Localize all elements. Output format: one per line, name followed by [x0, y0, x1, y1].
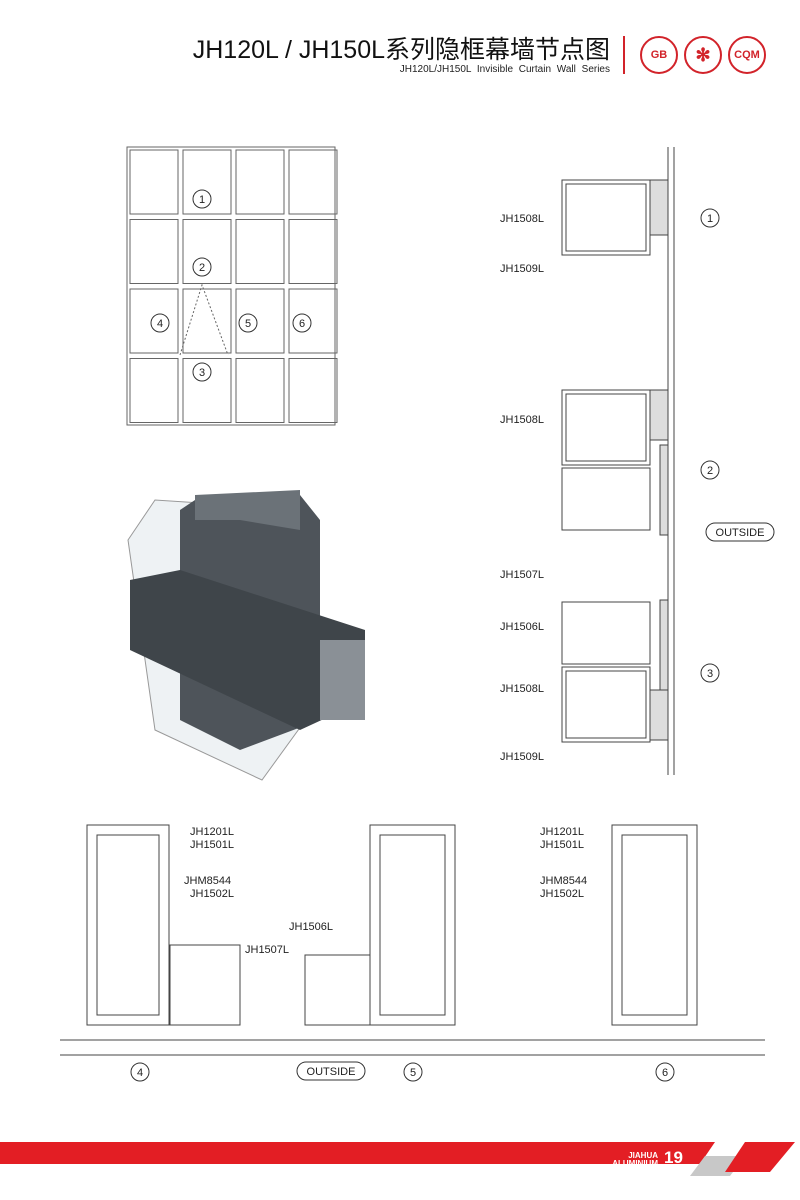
svg-text:JH1506L: JH1506L: [500, 621, 544, 633]
svg-text:JH1501L: JH1501L: [190, 839, 234, 851]
svg-text:JHM8544: JHM8544: [184, 875, 231, 887]
svg-text:5: 5: [410, 1067, 416, 1079]
marker-2: 2: [192, 257, 212, 277]
glass-panel: [129, 358, 179, 423]
svg-text:6: 6: [662, 1067, 668, 1079]
glass-panel: [235, 219, 285, 284]
glass-panel: [182, 219, 232, 284]
svg-text:1: 1: [707, 213, 713, 225]
glass-panel: [129, 219, 179, 284]
drawings: 1 2 3 4 5 6 JH1508L JH1509L JH1508L JH15…: [60, 146, 775, 1082]
header-divider: [623, 36, 625, 74]
elevation-grid: [126, 146, 338, 426]
page-subtitle: JH120L/JH150L Invisible Curtain Wall Ser…: [399, 64, 610, 75]
glass-panel: [235, 149, 285, 215]
vertical-section: [561, 147, 675, 775]
marker-6: 6: [292, 313, 312, 333]
svg-text:JH1507L: JH1507L: [500, 569, 544, 581]
svg-text:JH1506L: JH1506L: [289, 921, 333, 933]
glass-panel: [129, 149, 179, 215]
svg-text:4: 4: [137, 1067, 143, 1079]
marker-3: 3: [192, 362, 212, 382]
glass-panel: [182, 358, 232, 423]
svg-text:JH1502L: JH1502L: [540, 888, 584, 900]
svg-text:JHM8544: JHM8544: [540, 875, 587, 887]
glass-panel: [288, 149, 338, 215]
marker-1: 1: [192, 189, 212, 209]
marker-4: 4: [150, 313, 170, 333]
seal-logo: ✻: [684, 36, 722, 74]
svg-text:JH1201L: JH1201L: [190, 826, 234, 838]
svg-text:JH1507L: JH1507L: [245, 944, 289, 956]
svg-text:JH1509L: JH1509L: [500, 263, 544, 275]
svg-text:OUTSIDE: OUTSIDE: [716, 527, 765, 539]
svg-text:6: 6: [299, 318, 305, 330]
svg-text:2: 2: [199, 262, 205, 274]
svg-text:JH1508L: JH1508L: [500, 213, 544, 225]
svg-text:JH1508L: JH1508L: [500, 414, 544, 426]
svg-text:JH1509L: JH1509L: [500, 751, 544, 763]
svg-text:1: 1: [199, 194, 205, 206]
svg-text:2: 2: [707, 465, 713, 477]
svg-text:3: 3: [199, 367, 205, 379]
page-number: 19: [664, 1148, 683, 1167]
svg-text:5: 5: [245, 318, 251, 330]
horizontal-section: [60, 824, 765, 1056]
glass-panel: [288, 288, 338, 354]
glass-panel: [288, 358, 338, 423]
svg-text:4: 4: [157, 318, 163, 330]
footer-band: [0, 1142, 795, 1176]
svg-text:JH1502L: JH1502L: [190, 888, 234, 900]
gb-logo: GB: [640, 36, 678, 74]
page-title: JH120L / JH150L系列隐框幕墙节点图: [192, 36, 610, 64]
elevation-markers: 1 2 3 4 5 6: [150, 189, 312, 382]
cqm-logo: CQM: [728, 36, 766, 74]
glass-panel: [235, 358, 285, 423]
3d-profile-render: [127, 490, 365, 781]
horizontal-section-labels: JH1201L JH1501L JHM8544 JH1502L JH1506L …: [130, 826, 675, 1082]
vertical-section-labels: JH1508L JH1509L JH1508L JH1507L JH1506L …: [500, 208, 775, 763]
svg-text:3: 3: [707, 668, 713, 680]
glass-panel: [182, 288, 232, 354]
svg-text:JH1508L: JH1508L: [500, 683, 544, 695]
glass-panel: [129, 288, 179, 354]
svg-text:JH1201L: JH1201L: [540, 826, 584, 838]
glass-panel: [182, 149, 232, 215]
glass-panel: [235, 288, 285, 354]
marker-5: 5: [238, 313, 258, 333]
svg-text:JH1501L: JH1501L: [540, 839, 584, 851]
glass-panel: [288, 219, 338, 284]
svg-text:OUTSIDE: OUTSIDE: [307, 1066, 356, 1078]
